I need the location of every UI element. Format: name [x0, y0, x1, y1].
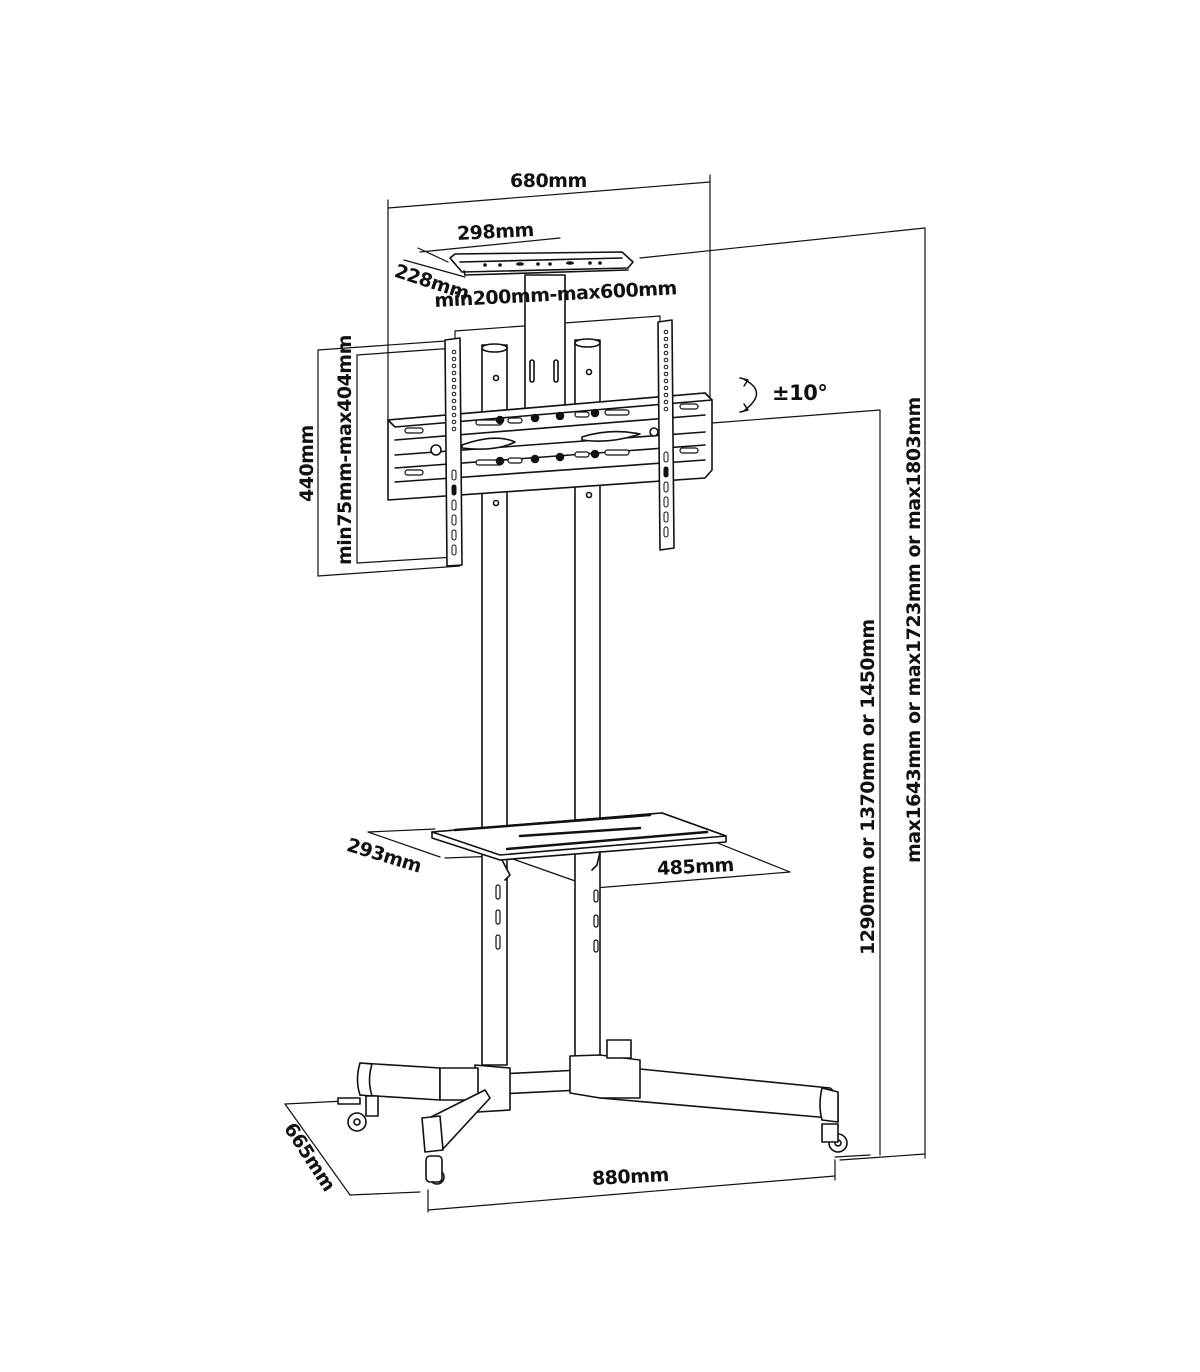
- casters: [337, 1095, 848, 1185]
- tilt-arrow-icon: [739, 377, 758, 413]
- tv-mount-rails: [387, 392, 713, 501]
- av-shelf: [431, 812, 727, 881]
- base: [337, 1039, 848, 1185]
- dim-overall-mount-width: 680mm: [510, 170, 587, 192]
- top-shelf: [449, 251, 634, 276]
- dim-vesa-vertical: min75mm-max404mm: [334, 335, 356, 565]
- dim-top-shelf-width: 298mm: [456, 219, 535, 245]
- tv-mount-arms: [430, 319, 675, 567]
- dim-av-shelf-width: 485mm: [656, 854, 735, 880]
- uprights: [481, 274, 601, 1066]
- dim-tilt: ±10°: [772, 381, 828, 405]
- dim-mount-height: 440mm: [296, 425, 318, 502]
- dim-overall-height: max1643mm or max1723mm or max1803mm: [903, 397, 925, 863]
- dim-center-height: 1290mm or 1370mm or 1450mm: [857, 619, 879, 955]
- dim-base-width: 880mm: [591, 1164, 670, 1190]
